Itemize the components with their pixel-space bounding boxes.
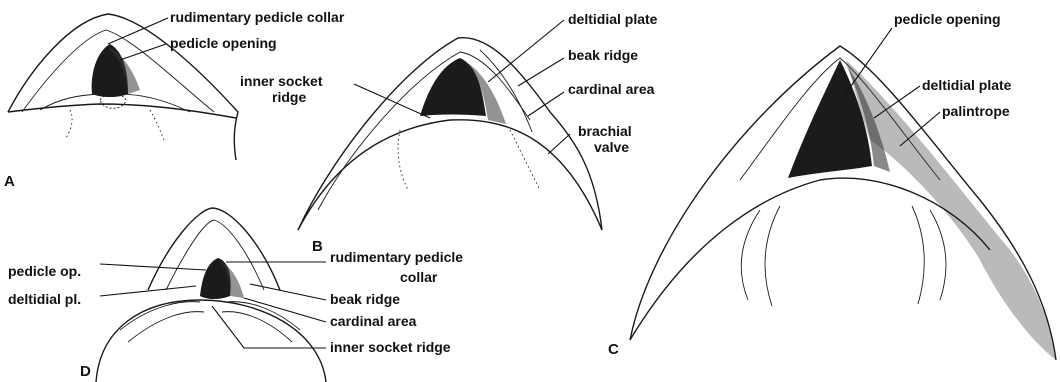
- panel-a-leader-pedicle: [120, 44, 166, 60]
- panel-c-growth-line-3: [930, 210, 946, 300]
- panel-b-socket-ridge-right: [510, 130, 540, 190]
- panel-b-label-inner-socket-2: ridge: [272, 89, 306, 105]
- panel-b-label-brachial: brachial: [578, 123, 632, 139]
- panel-c-growth-line-2: [765, 206, 780, 306]
- panel-d-label-inner-socket-ridge: inner socket ridge: [330, 339, 451, 355]
- panel-d-leader-beak: [250, 284, 326, 300]
- panel-b-label-cardinal-area: cardinal area: [568, 81, 655, 97]
- panel-d: D pedicle op. deltidial pl. rudimentary …: [8, 208, 463, 382]
- panel-d-label-rudimentary-1: rudimentary pedicle: [330, 249, 463, 265]
- panel-c: C pedicle opening deltidial plate palint…: [608, 11, 1056, 360]
- panel-a-socket-ridge-right: [150, 110, 164, 140]
- panel-c-label-palintrope: palintrope: [942, 103, 1010, 119]
- panel-b: B deltidial plate beak ridge cardinal ar…: [240, 11, 658, 255]
- panel-d-growth-line-2: [128, 312, 204, 342]
- panel-c-growth-line-4: [912, 206, 924, 304]
- panel-b-leader-beak: [518, 58, 564, 86]
- panel-b-label-inner-socket-1: inner socket: [240, 73, 323, 89]
- panel-b-brachial-valve: [298, 120, 602, 230]
- panel-b-label-deltidial-plate: deltidial plate: [568, 11, 658, 27]
- panel-a-leader-collar: [108, 18, 168, 44]
- panel-c-label-deltidial-plate: deltidial plate: [922, 77, 1012, 93]
- panel-c-letter: C: [608, 341, 619, 358]
- panel-c-growth-line-1: [741, 210, 760, 300]
- panel-c-brachial-valve: [630, 178, 990, 340]
- panel-b-leader-brachial: [548, 134, 570, 154]
- panel-d-letter: D: [80, 363, 91, 380]
- panel-a-socket-ridge-left: [66, 110, 72, 138]
- panel-b-letter: B: [312, 238, 323, 255]
- panel-d-leader-pedicle-op: [100, 264, 206, 270]
- panel-d-growth-line-1: [120, 302, 200, 330]
- panel-d-label-cardinal-area: cardinal area: [330, 313, 417, 329]
- panel-d-label-beak-ridge: beak ridge: [330, 291, 400, 307]
- panel-b-label-valve: valve: [594, 139, 629, 155]
- panel-d-leader-deltidial-pl: [100, 286, 196, 296]
- panel-c-label-pedicle-opening: pedicle opening: [894, 11, 1001, 27]
- panel-d-label-rudimentary-2: collar: [400, 269, 438, 285]
- panel-a-pedicle-opening: [92, 44, 128, 97]
- panel-b-leader-deltidial: [488, 20, 564, 82]
- panel-a-label-pedicle-opening: pedicle opening: [170, 35, 277, 51]
- panel-a-label-rudimentary-pedicle-collar: rudimentary pedicle collar: [170, 9, 345, 25]
- panel-b-pedicle-opening: [420, 58, 486, 116]
- panel-b-leader-cardinal: [528, 92, 564, 116]
- panel-d-pedicle-opening: [200, 258, 231, 299]
- panel-b-palintrope-edge: [318, 52, 530, 210]
- panel-a-letter: A: [4, 173, 15, 190]
- panel-b-label-beak-ridge: beak ridge: [568, 47, 638, 63]
- panel-d-label-pedicle-op: pedicle op.: [8, 263, 81, 279]
- panel-b-socket-ridge-left: [398, 130, 408, 190]
- panel-b-leader-socket: [354, 84, 430, 118]
- panel-d-label-deltidial-pl: deltidial pl.: [8, 291, 81, 307]
